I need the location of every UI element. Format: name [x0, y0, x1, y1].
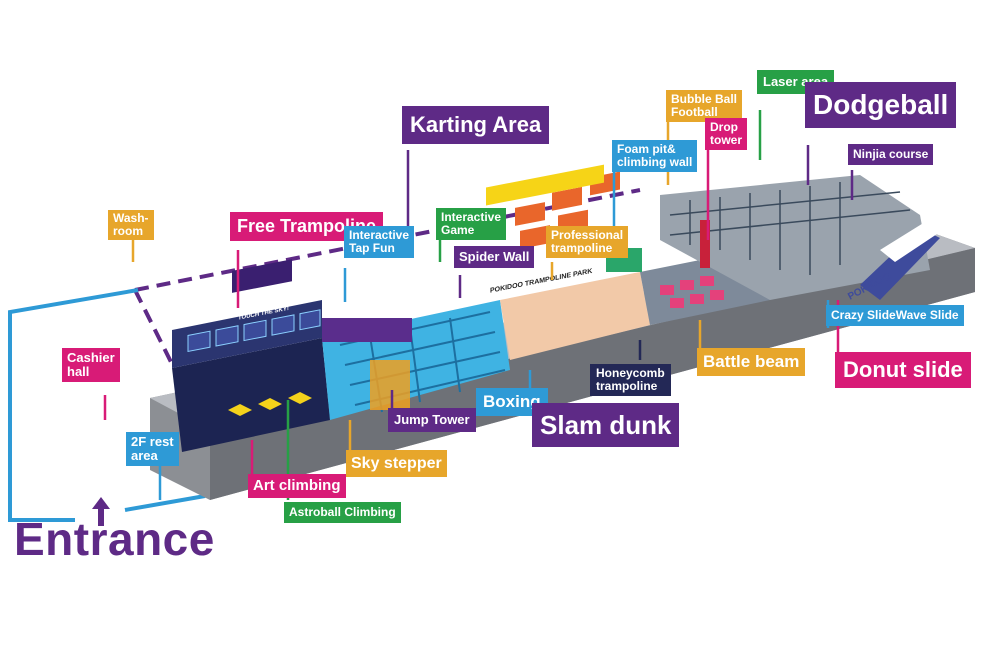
label-2f-rest-area: 2F rest area [126, 432, 179, 467]
foam-cubes [660, 276, 724, 308]
label-drop-tower: Drop tower [705, 118, 748, 150]
label-foam-pit-climbing-wall: Foam pit& climbing wall [612, 140, 698, 172]
label-honeycomb-trampoline: Honeycomb trampoline [590, 364, 671, 396]
label-bubble-ball-football: Bubble Ball Football [666, 90, 743, 122]
chevron-floor [228, 392, 312, 416]
label-interactive-tap-fun: Interactive Tap Fun [344, 226, 415, 258]
upper-floor-outline-side [133, 289, 182, 381]
label-sky-stepper: Sky stepper [346, 450, 447, 478]
label-astroball-climbing: Astroball Climbing [284, 502, 401, 523]
label-jump-tower: Jump Tower [388, 408, 476, 433]
professional-trampoline-zone [500, 272, 650, 360]
label-crazy-slide-wave-slide: Crazy SlideWave Slide [826, 305, 964, 326]
label-dodgeball: Dodgeball [805, 82, 957, 129]
label-karting-area: Karting Area [402, 106, 550, 144]
trampoline-grid [187, 309, 321, 353]
park-sign-board [486, 164, 604, 206]
label-washroom: Wash- room [108, 210, 154, 240]
label-professional-trampoline: Professional trampoline [546, 226, 629, 258]
label-ninja-course: Ninjia course [848, 144, 934, 165]
slide-structure [860, 228, 940, 300]
entrance-label: Entrance [14, 513, 215, 565]
label-donut-slide: Donut slide [835, 352, 971, 388]
label-art-climbing: Art climbing [248, 474, 346, 499]
upper-complex [660, 175, 930, 300]
up-arrow-icon [92, 497, 110, 509]
label-spider-wall: Spider Wall [454, 246, 535, 269]
up-arrow-stem [98, 508, 104, 526]
purple-wall-panel [322, 318, 412, 342]
label-slam-dunk: Slam dunk [532, 403, 680, 448]
drop-tower-structure [700, 220, 710, 268]
free-trampoline-hall [172, 338, 330, 452]
jump-tower-structure [370, 360, 410, 410]
entrance-bracket [8, 288, 206, 522]
slide-panel [880, 222, 940, 262]
label-interactive-game: Interactive Game [436, 208, 507, 240]
label-cashier-hall: Cashier hall [62, 348, 120, 383]
wall-banner [232, 259, 292, 293]
label-battle-beam: Battle beam [697, 348, 806, 377]
